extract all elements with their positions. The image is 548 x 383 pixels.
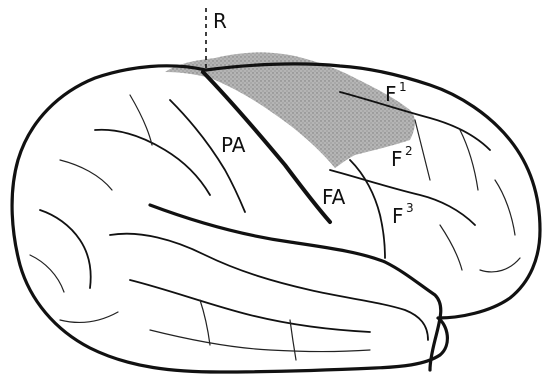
sylvian-fissure [150,205,441,370]
label-F2-superscript: 2 [405,144,413,158]
label-PA: PA [221,133,246,157]
label-F2: F 2 [391,144,413,171]
label-F3: F 3 [392,201,414,228]
inferior-temporal-sulcus [150,330,370,352]
label-F2-letter: F [391,147,403,171]
occipital-sulcus-branch [30,255,64,292]
label-F1-superscript: 1 [399,80,407,94]
label-FA: FA [322,185,346,209]
occipital-sulcus-branch [60,312,118,322]
intraparietal-sulcus [95,130,210,195]
label-F1: F 1 [385,80,407,106]
label-F1-letter: F [385,82,397,106]
label-F3-superscript: 3 [406,201,414,215]
label-R: R [213,9,227,33]
precentral-sulcus [350,160,385,258]
occipital-sulcus [40,210,91,288]
temporal-sulcus-branch [290,320,296,360]
temporal-sulcus-branch [200,300,210,345]
frontal-sulcus-branch [440,225,462,270]
superior-temporal-sulcus [130,280,370,332]
frontal-sulcus-branch [480,258,520,272]
frontal-sulcus-branch [495,180,515,235]
label-F3-letter: F [392,204,404,228]
parietal-sulcus-branch [60,160,112,190]
frontal-sulcus-branch [415,120,430,180]
